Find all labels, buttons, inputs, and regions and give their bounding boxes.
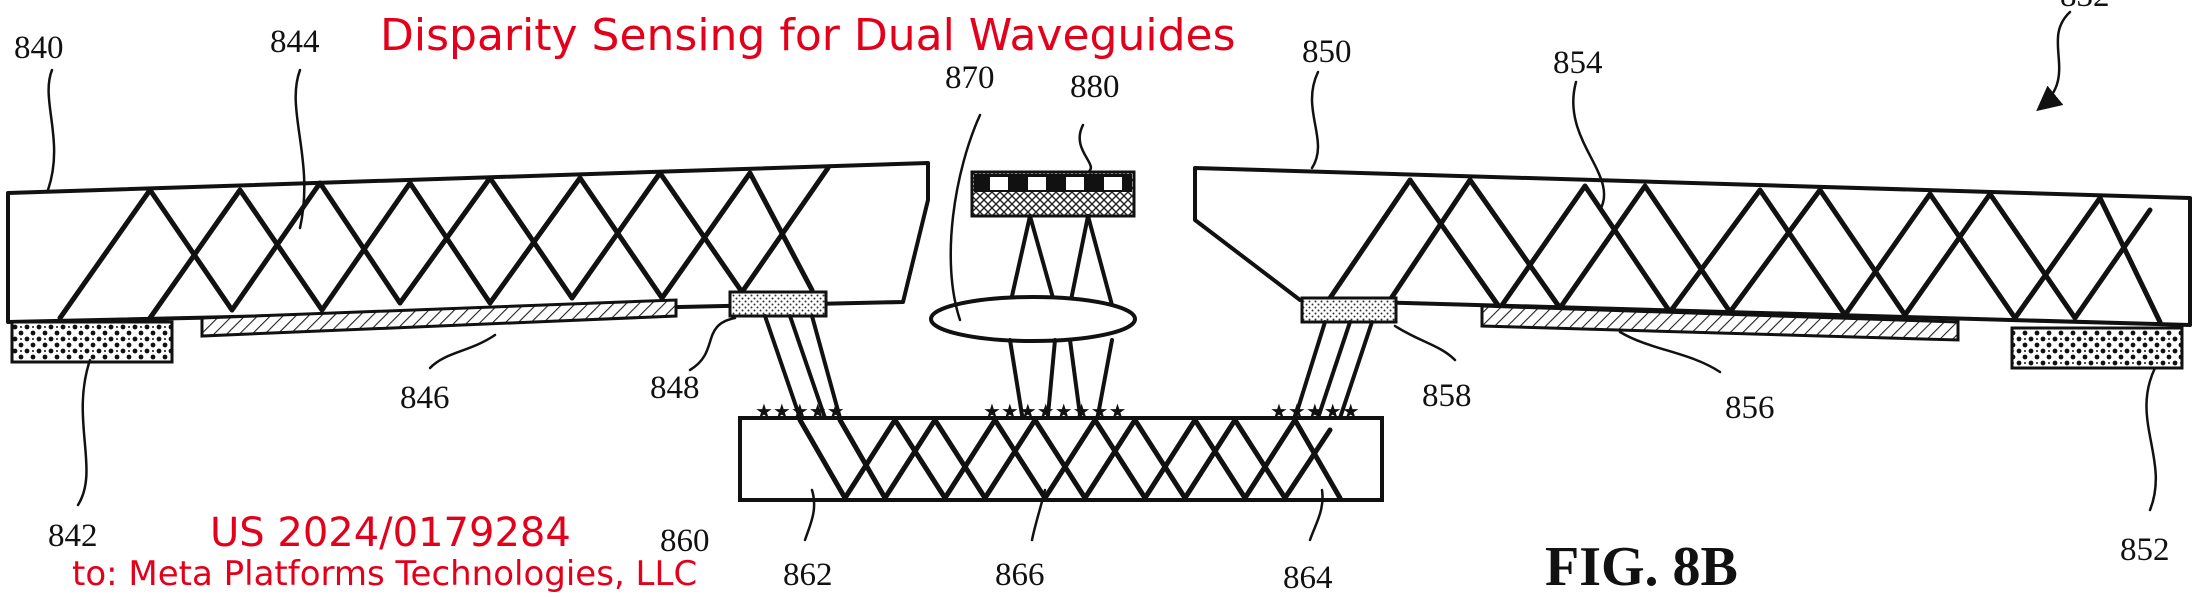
- left-coupling-beams: [763, 314, 842, 420]
- leader-lines: [46, 10, 2158, 542]
- left-hatched-grating: [200, 298, 678, 338]
- right-outcoupler-858: [1300, 296, 1398, 324]
- label-840: 840: [14, 30, 64, 66]
- label-880: 880: [1070, 69, 1120, 105]
- label-862: 862: [783, 557, 833, 593]
- lens-to-plate-rays: [1008, 338, 1114, 417]
- sensor-880: [970, 170, 1136, 218]
- label-842: 842: [48, 518, 98, 554]
- red-overlay: Disparity Sensing for Dual Waveguides US…: [72, 10, 1236, 594]
- right-coupling-beams: [1293, 320, 1374, 420]
- right-waveguide: [1193, 166, 2192, 327]
- left-waveguide-rays: [57, 165, 831, 321]
- incoupler-marks: ★★★★★ ★★★★★★★★ ★★★★★: [755, 399, 1360, 423]
- svg-text:★★★★★: ★★★★★: [755, 399, 845, 423]
- label-870: 870: [945, 60, 995, 96]
- right-dotted-element: [2010, 326, 2184, 370]
- label-850: 850: [1302, 34, 1352, 70]
- left-waveguide: [6, 161, 930, 324]
- svg-text:★★★★★: ★★★★★: [1270, 399, 1360, 423]
- label-858: 858: [1422, 378, 1472, 414]
- label-856: 856: [1725, 390, 1775, 426]
- label-partial-top-right: 832: [2060, 0, 2110, 14]
- figure-label: FIG. 8B: [1545, 536, 1738, 597]
- label-848: 848: [650, 370, 700, 406]
- left-outcoupler-848: [728, 290, 828, 318]
- label-866: 866: [995, 557, 1045, 593]
- svg-text:★★★★★★★★: ★★★★★★★★: [983, 399, 1126, 423]
- reference-labels: 840 844 850 854 870 880 846 848 858 856 …: [14, 0, 2170, 597]
- right-waveguide-rays: [1327, 177, 2163, 325]
- label-860: 860: [660, 523, 710, 559]
- label-846: 846: [400, 380, 450, 416]
- patent-number: US 2024/0179284: [210, 510, 571, 556]
- right-hatched-grating: [1480, 304, 1960, 342]
- label-864: 864: [1283, 560, 1333, 596]
- assignee-text: to: Meta Platforms Technologies, LLC: [72, 554, 697, 594]
- label-852: 852: [2120, 532, 2170, 568]
- sensor-rays: [1008, 214, 1114, 307]
- combiner-waveguide-860: ★★★★★ ★★★★★★★★ ★★★★★: [738, 399, 1384, 502]
- lens-870: [929, 295, 1137, 343]
- label-844: 844: [270, 24, 320, 60]
- diagram-title: Disparity Sensing for Dual Waveguides: [380, 10, 1236, 61]
- label-854: 854: [1553, 45, 1603, 81]
- figure-pointer-arrow: [2036, 10, 2072, 112]
- left-dotted-element: [10, 320, 174, 364]
